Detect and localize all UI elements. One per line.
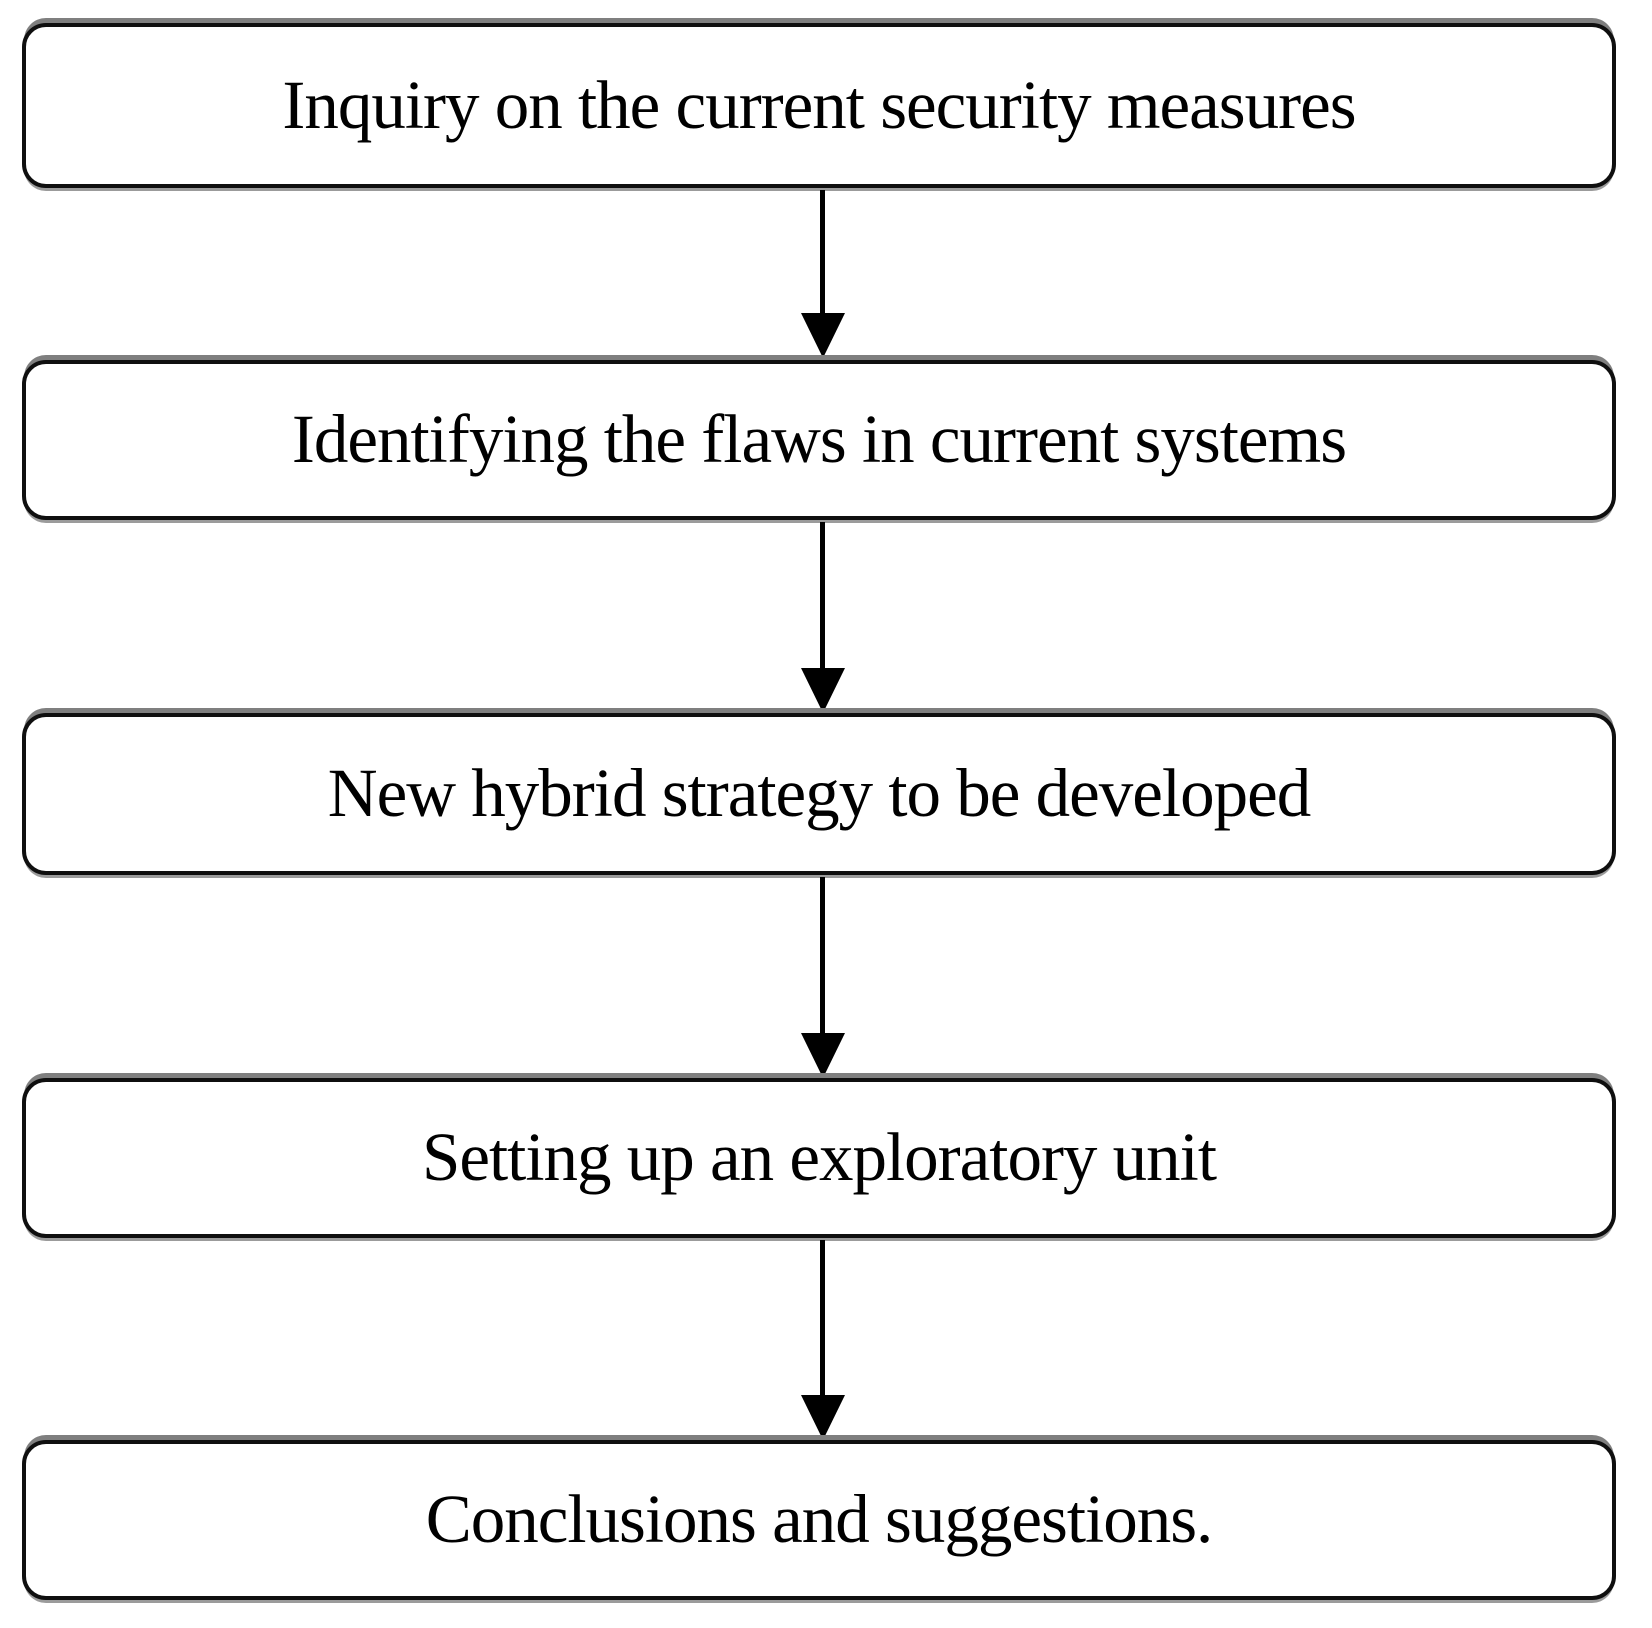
arrow-down-icon-3 — [820, 877, 825, 1033]
flow-step-box-4: Setting up an exploratory unit — [22, 1078, 1616, 1238]
flow-step-box-3: New hybrid strategy to be developed — [22, 713, 1616, 875]
flow-step-label-5: Conclusions and suggestions. — [425, 1481, 1214, 1558]
flow-step-box-1: Inquiry on the current security measures — [22, 23, 1616, 188]
arrow-down-icon-2 — [820, 522, 825, 668]
flow-step-label-1: Inquiry on the current security measures — [282, 66, 1356, 143]
flow-step-label-2: Identifying the flaws in current systems — [291, 401, 1347, 478]
flow-step-box-5: Conclusions and suggestions. — [22, 1440, 1616, 1600]
arrow-down-icon-4 — [820, 1240, 825, 1395]
arrow-down-icon-1 — [820, 190, 825, 313]
flow-step-label-4: Setting up an exploratory unit — [421, 1119, 1217, 1196]
flow-step-box-2: Identifying the flaws in current systems — [22, 360, 1616, 520]
flow-step-label-3: New hybrid strategy to be developed — [327, 755, 1311, 832]
